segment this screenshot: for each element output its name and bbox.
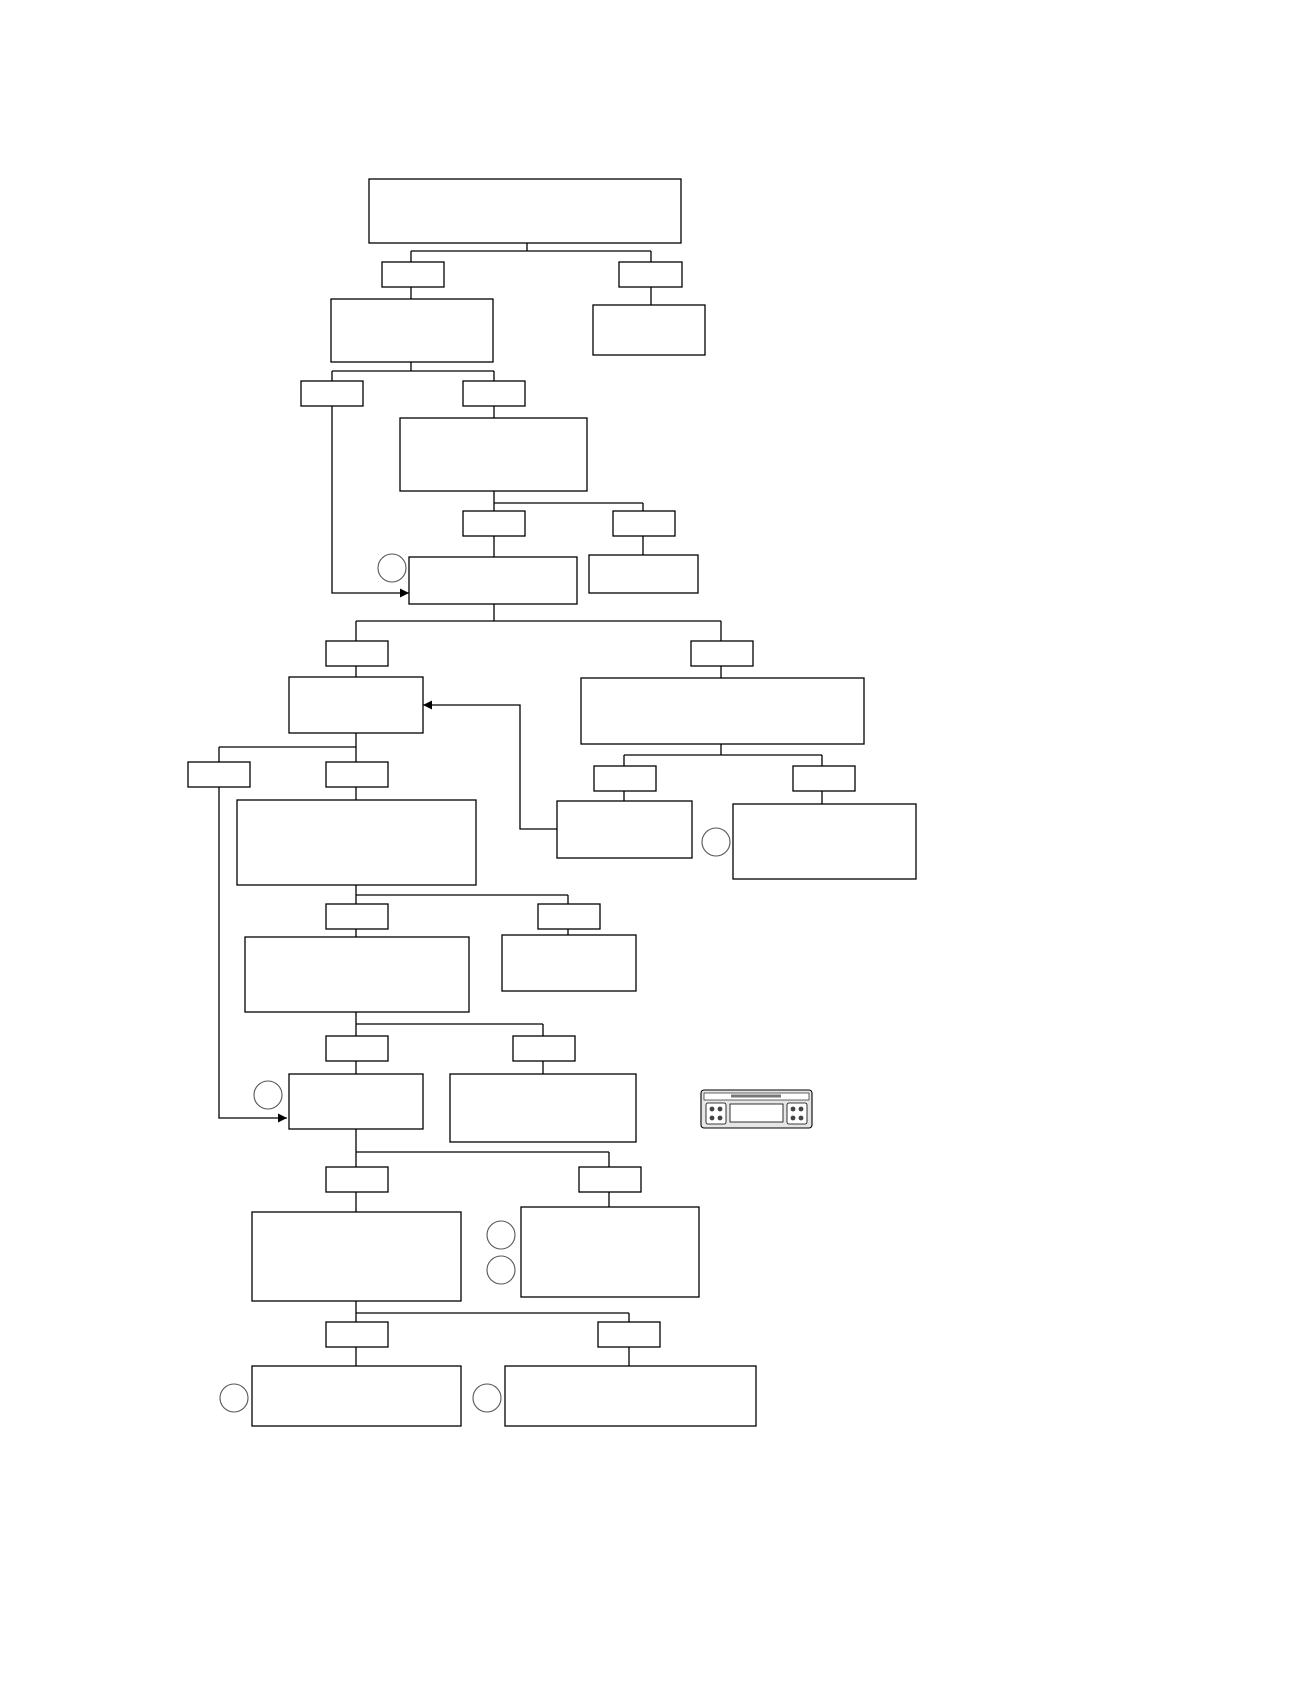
step-marker-7 (472, 1383, 502, 1413)
connector (623, 744, 823, 766)
branch-tag-7 (325, 640, 389, 667)
flow-box-8 (580, 677, 865, 745)
connector (355, 1012, 544, 1036)
branch-tag-8 (690, 640, 754, 667)
connector (331, 362, 495, 381)
connector (355, 885, 569, 904)
branch-tag-19 (325, 1321, 389, 1348)
connector-arrow (218, 787, 287, 1123)
branch-tag-6 (612, 510, 676, 537)
flow-box-10 (732, 803, 917, 880)
branch-tag-4 (462, 380, 526, 407)
connector (355, 1129, 610, 1167)
branch-tag-2 (618, 261, 683, 288)
branch-tag-17 (325, 1166, 389, 1193)
branch-tag-18 (578, 1166, 642, 1193)
step-marker-2 (701, 827, 731, 857)
branch-tag-1 (381, 261, 445, 288)
branch-tag-15 (325, 1035, 389, 1062)
connector (410, 243, 652, 262)
connector-lines (218, 243, 823, 1366)
flow-box-17 (520, 1206, 700, 1298)
branch-tags (187, 261, 856, 1348)
connector-arrow (423, 700, 557, 830)
branch-tag-14 (537, 903, 601, 930)
flow-box-11 (236, 799, 477, 886)
process-boxes (236, 178, 917, 1427)
step-marker-1 (377, 553, 407, 583)
flow-box-7 (288, 676, 424, 734)
branch-tag-9 (187, 761, 251, 788)
connector (355, 604, 722, 641)
branch-tag-10 (325, 761, 389, 788)
connector-arrow (331, 406, 409, 598)
flow-box-6 (588, 554, 699, 594)
flow-box-15 (449, 1073, 637, 1143)
branch-tag-3 (300, 380, 364, 407)
branch-tag-12 (792, 765, 856, 792)
branch-tag-13 (325, 903, 389, 930)
connector (493, 491, 644, 511)
flow-box-9 (556, 800, 693, 859)
flow-box-5 (408, 556, 578, 605)
flow-box-1 (368, 178, 682, 244)
step-marker-6 (219, 1383, 249, 1413)
branch-tag-11 (593, 765, 657, 792)
flow-box-2 (330, 298, 494, 363)
flow-box-16 (251, 1211, 462, 1302)
car-radio-icon (700, 1089, 813, 1129)
step-marker-3 (253, 1080, 283, 1110)
step-markers (219, 553, 731, 1413)
flow-box-4 (399, 417, 588, 492)
step-marker-4 (486, 1220, 516, 1250)
flow-box-13 (501, 934, 637, 992)
branch-tag-20 (597, 1321, 661, 1348)
branch-tag-5 (462, 510, 526, 537)
connector (355, 1301, 630, 1322)
flow-box-12 (244, 936, 470, 1013)
connector (218, 733, 357, 762)
branch-tag-16 (512, 1035, 576, 1062)
flow-box-18 (251, 1365, 462, 1427)
flow-box-3 (592, 304, 706, 356)
flow-box-19 (504, 1365, 757, 1427)
flow-box-14 (288, 1073, 424, 1130)
step-marker-5 (486, 1255, 516, 1285)
